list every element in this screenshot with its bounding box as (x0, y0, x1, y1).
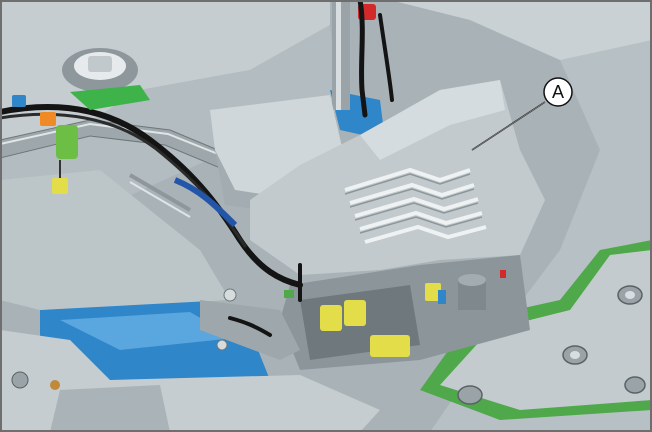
leader-line-outline (471, 101, 546, 151)
clip-green (56, 125, 78, 159)
rib (128, 173, 192, 212)
callout-circle (543, 77, 573, 107)
connector-green (284, 290, 294, 298)
wire (378, 13, 394, 102)
blue-hose (173, 177, 238, 228)
grille-slat (364, 224, 487, 244)
connector-yellow (425, 283, 441, 301)
fuse-connectors (284, 283, 441, 357)
wire (357, 0, 368, 118)
connector-yellow (370, 335, 410, 357)
frame-panel-right (390, 0, 652, 130)
side-panel (0, 170, 230, 310)
bolt (624, 376, 646, 394)
callout-letter: A (552, 82, 564, 102)
connector-yellow (320, 305, 342, 331)
grille-slat-shadow (344, 173, 471, 195)
lower-frame-inner (50, 385, 170, 432)
bolt (223, 288, 237, 302)
bracket-bolts (457, 285, 646, 405)
relay-cylinder (458, 274, 486, 310)
grille-slat (349, 182, 475, 205)
pump-cap (88, 56, 112, 72)
green-clips (12, 85, 150, 194)
frame-crossbar (200, 300, 300, 360)
connector-blue-small (438, 290, 446, 304)
relay-top (458, 274, 486, 286)
connector-red-small (500, 270, 506, 278)
grille-slat-shadow (359, 216, 483, 234)
callout-a: A (471, 77, 573, 151)
green-bracket-cover (440, 250, 652, 410)
grille-slats (344, 167, 487, 244)
sensor-yellow (52, 178, 68, 194)
blue-foam-highlight (60, 312, 235, 350)
bolt (50, 380, 60, 390)
wire (0, 104, 303, 288)
grille-slat (344, 167, 471, 192)
vertical-pole-highlight (336, 0, 341, 110)
clip-blue (12, 95, 26, 107)
wire (228, 316, 272, 337)
fuel-pump (62, 48, 138, 92)
connector-yellow (344, 300, 366, 326)
grille-slat-shadow (349, 188, 475, 208)
grille-slat (359, 210, 483, 231)
grille-slat (354, 196, 479, 218)
grille-slat-shadow (354, 202, 479, 221)
bolt (625, 291, 635, 299)
bolt (216, 339, 228, 351)
clip-orange (40, 112, 56, 126)
clip-green (70, 85, 150, 110)
grille-cover-top (360, 80, 505, 160)
frame-bolts (11, 288, 237, 390)
bolt (570, 351, 580, 359)
bolt (11, 371, 29, 389)
bolt (457, 385, 483, 405)
rib (129, 181, 191, 218)
panel-ribs (128, 173, 192, 218)
